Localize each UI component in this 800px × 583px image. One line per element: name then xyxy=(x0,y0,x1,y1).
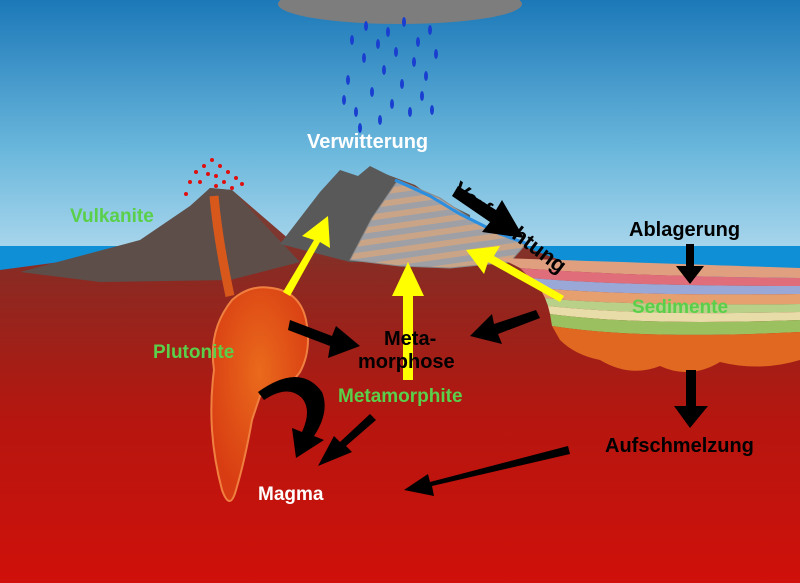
sediment-layer xyxy=(520,268,800,286)
arrow-plutonite-to-mountain xyxy=(283,216,330,296)
arrow-ablagerung xyxy=(676,244,704,284)
sediment-layer xyxy=(540,288,800,305)
rain-cloud xyxy=(278,0,522,24)
arrows-black xyxy=(258,186,708,496)
sediment-layer xyxy=(530,278,800,295)
sediment-layer xyxy=(550,314,800,335)
volcano xyxy=(20,188,300,282)
sediment-layer xyxy=(548,306,800,322)
arrow-metamorphite-to-magma xyxy=(318,414,376,466)
arrow-plutonite-to-metamorphose xyxy=(288,320,360,358)
arrow-sediment-to-mountain xyxy=(466,246,564,302)
arrow-metamorphite-to-mountain xyxy=(392,262,424,380)
eruption-sparks xyxy=(184,158,244,196)
label-plutonite: Plutonite xyxy=(153,342,235,363)
label-vulkanite: Vulkanite xyxy=(70,206,154,227)
label-metamorphose-line1: Meta- xyxy=(384,328,437,350)
volcano-conduit xyxy=(209,195,235,297)
arrow-sediment-to-metamorphose xyxy=(470,310,540,344)
arrow-verfrachtung xyxy=(452,186,524,238)
sediment-melt-layer xyxy=(552,326,800,373)
arrow-melt-to-aufschmelzung xyxy=(674,370,708,428)
label-ablagerung: Ablagerung xyxy=(629,219,741,241)
sediment-layer xyxy=(545,298,800,314)
label-magma: Magma xyxy=(258,484,324,505)
label-aufschmelzung: Aufschmelzung xyxy=(605,435,754,457)
arrow-aufschmelzung-to-magma xyxy=(404,446,570,496)
river xyxy=(394,178,529,246)
label-metamorphose-line2: morphose xyxy=(358,351,455,373)
arrows-yellow xyxy=(283,216,564,380)
arrow-pluton-to-magma-curved xyxy=(258,377,325,458)
sediment-layer xyxy=(500,258,800,278)
rain xyxy=(342,17,438,133)
label-metamorphite: Metamorphite xyxy=(338,386,463,407)
label-sedimente: Sedimente xyxy=(632,297,729,318)
label-verwitterung: Verwitterung xyxy=(307,131,429,153)
